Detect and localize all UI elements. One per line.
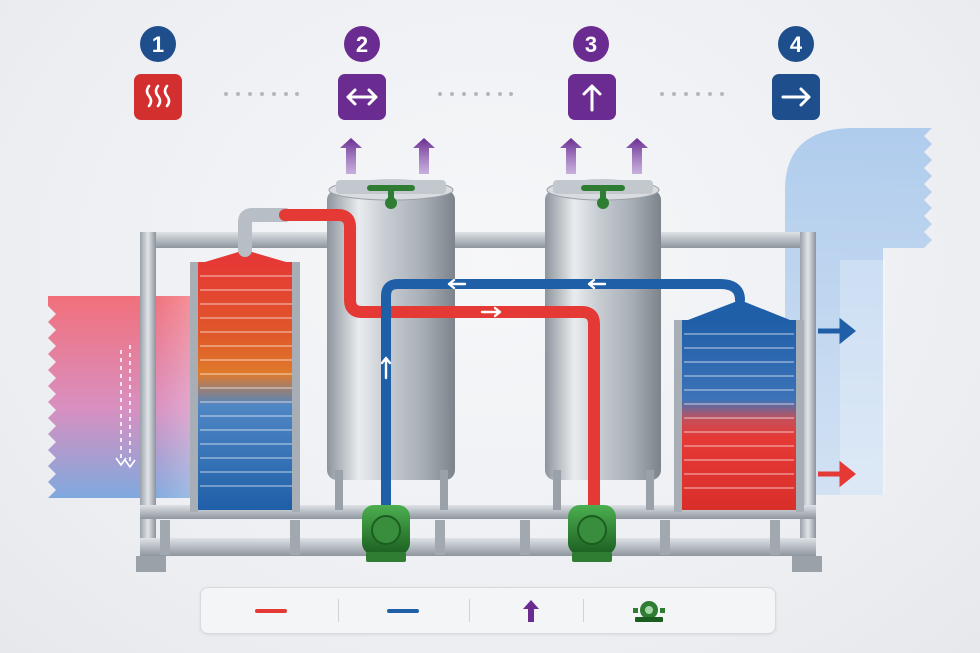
- legend-separator: [583, 599, 584, 622]
- output-arrows: [818, 317, 857, 488]
- step-3-badge: [573, 26, 609, 62]
- step-4-number: 4: [790, 32, 803, 57]
- pump-icon: [633, 600, 665, 622]
- legend: [200, 587, 776, 634]
- cold-line-icon: [387, 608, 419, 613]
- hot-air-inlet: [48, 296, 215, 498]
- legend-separator: [469, 599, 470, 622]
- legend-item-pump: [589, 588, 709, 633]
- vapor-arrow-icon: [560, 138, 582, 174]
- piping: [238, 208, 745, 511]
- step-3-number: 3: [585, 32, 597, 57]
- step-connector-dots: [224, 92, 724, 96]
- step-4-badge: [778, 26, 814, 62]
- step-1: 1: [134, 26, 182, 120]
- hot-line-icon: [255, 608, 287, 613]
- pump-right: [568, 505, 616, 562]
- purple-arrow-up-icon: [523, 599, 539, 622]
- legend-separator: [338, 599, 339, 622]
- legend-item-hot: [211, 588, 331, 633]
- legend-item-cold: [343, 588, 463, 633]
- exhaust-duct: [785, 128, 932, 495]
- vapor-arrows: [340, 138, 648, 174]
- vapor-arrow-icon: [340, 138, 362, 174]
- step-1-badge: [140, 26, 176, 62]
- legend-item-vapor: [476, 588, 586, 633]
- vapor-arrow-icon: [413, 138, 435, 174]
- step-2-number: 2: [356, 32, 368, 57]
- step-1-number: 1: [152, 32, 164, 57]
- hot-pipe: [279, 209, 600, 511]
- tank-right: [545, 179, 661, 510]
- step-4: 4: [772, 26, 820, 120]
- cold-pipe: [381, 279, 745, 510]
- vapor-arrow-icon: [626, 138, 648, 174]
- cold-output-arrow-icon: [818, 317, 857, 345]
- hot-output-arrow-icon: [818, 460, 857, 488]
- step-2-badge: [344, 26, 380, 62]
- heat-exchanger-left: [190, 250, 300, 512]
- step-3: 3: [568, 26, 616, 120]
- step-2: 2: [338, 26, 386, 120]
- pump-left: [362, 505, 410, 562]
- heat-exchanger-right: [674, 300, 804, 512]
